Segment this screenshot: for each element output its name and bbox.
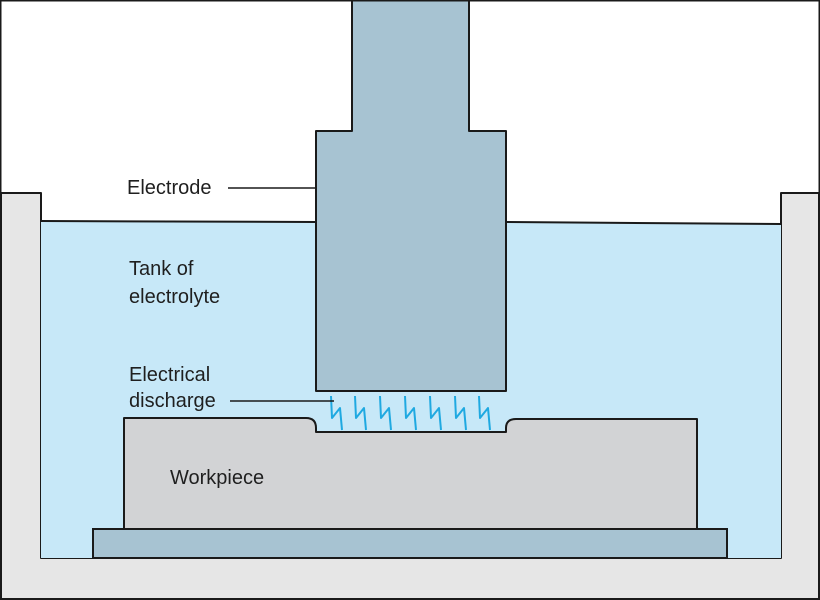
spark-7 — [478, 395, 491, 431]
spark-5 — [429, 395, 442, 431]
discharge-label-line1: Electrical — [129, 364, 210, 386]
discharge-label-line2: discharge — [129, 390, 216, 412]
electrical-discharge-sparks — [330, 395, 491, 431]
tank-label-line2: electrolyte — [129, 286, 220, 308]
electrolyte-surface-right — [505, 221, 782, 225]
spark-6 — [454, 395, 467, 431]
base-plate — [92, 528, 728, 559]
tank-label-line1: Tank of — [129, 258, 194, 280]
workpiece — [123, 417, 698, 530]
spark-2 — [354, 395, 367, 431]
workpiece-label: Workpiece — [170, 467, 264, 489]
spark-4 — [404, 395, 417, 431]
spark-3 — [379, 395, 392, 431]
electrode — [315, 0, 507, 392]
electrolyte-surface-left — [40, 220, 317, 223]
spark-1 — [330, 395, 343, 431]
electrode-label: Electrode — [127, 177, 212, 199]
